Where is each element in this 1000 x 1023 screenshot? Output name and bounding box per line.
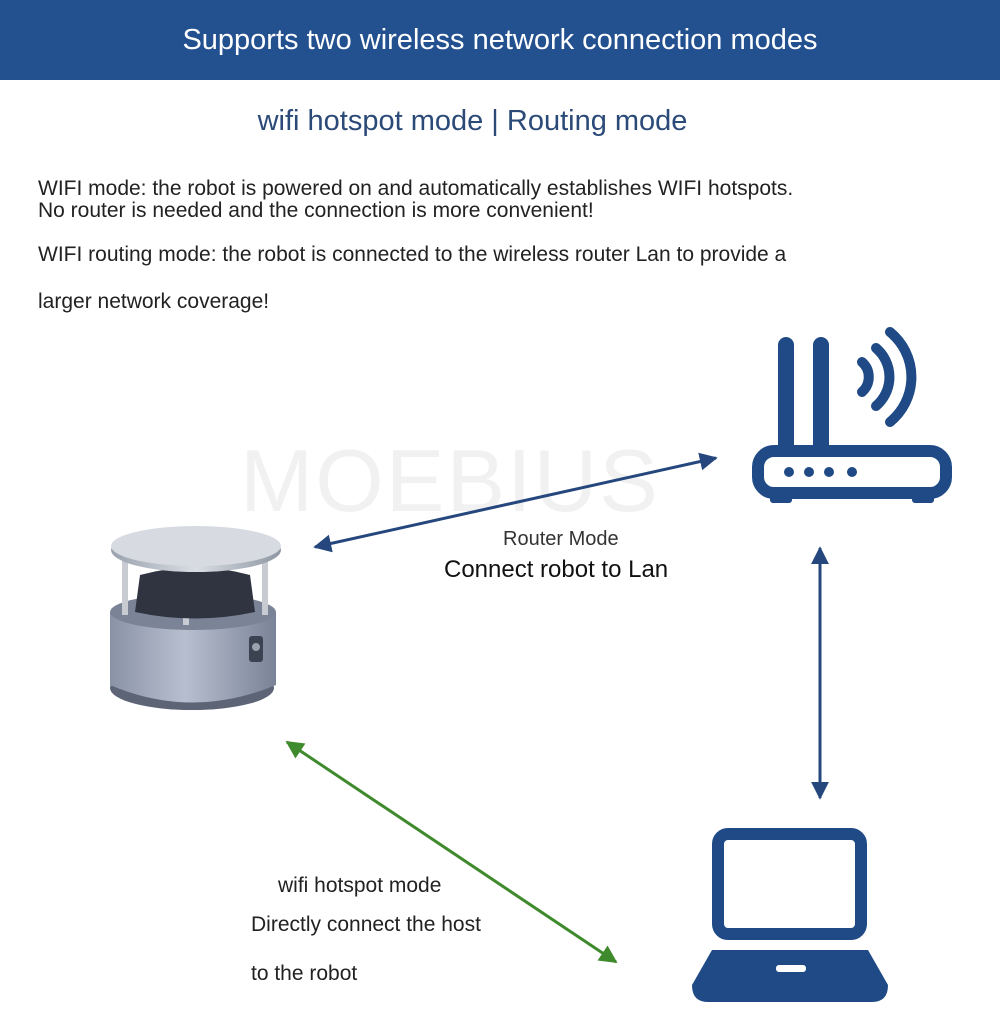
router-mode-arrow [313, 452, 718, 553]
description-line-1: WIFI mode: the robot is powered on and a… [38, 177, 794, 200]
description-line-3: WIFI routing mode: the robot is connecte… [38, 243, 787, 266]
router-icon [752, 327, 952, 503]
page-subtitle: wifi hotspot mode | Routing mode [257, 105, 688, 137]
hotspot-mode-caption-line-2: to the robot [251, 962, 358, 985]
laptop-icon [692, 828, 888, 1002]
router-mode-title: Router Mode [503, 528, 619, 550]
header-banner: Supports two wireless network connection… [0, 0, 1000, 80]
router-mode-caption: Connect robot to Lan [444, 556, 669, 583]
hotspot-mode-caption-line-1: Directly connect the host [251, 913, 481, 936]
hotspot-mode-arrow [285, 740, 618, 964]
header-title: Supports two wireless network connection… [182, 23, 818, 56]
description-line-4: larger network coverage! [38, 290, 270, 313]
hotspot-mode-title: wifi hotspot mode [278, 874, 442, 897]
robot-image [110, 526, 281, 710]
description-line-2: No router is needed and the connection i… [38, 199, 594, 222]
